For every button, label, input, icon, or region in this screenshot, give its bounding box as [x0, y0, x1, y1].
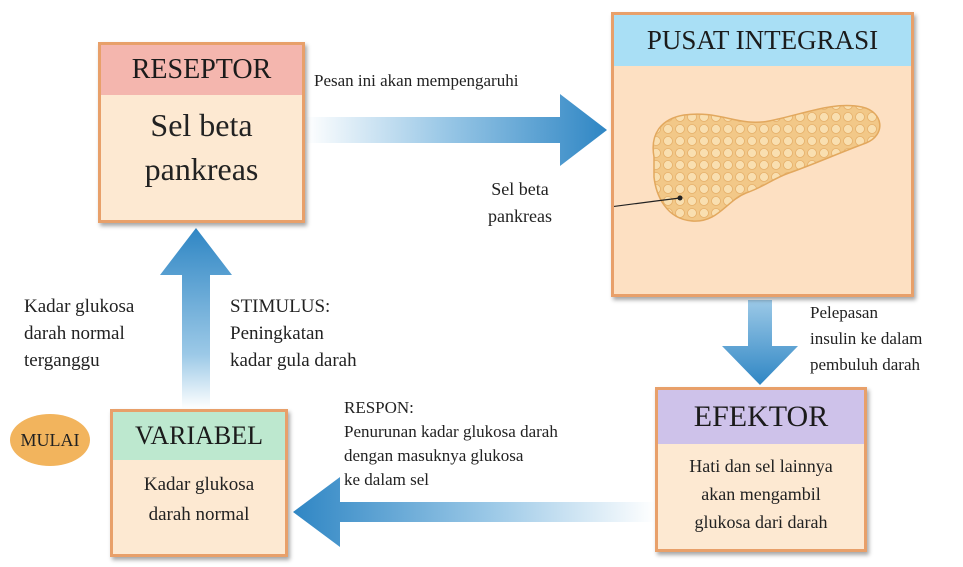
effector-line2: akan mengambil — [664, 480, 858, 508]
receptor-box: RESEPTOR Sel beta pankreas — [98, 42, 305, 223]
effector-line3: glukosa dari darah — [664, 508, 858, 536]
receptor-title: RESEPTOR — [101, 45, 302, 95]
beta-cell-label-line2: pankreas — [488, 203, 552, 230]
variable-line1: Kadar glukosa — [113, 470, 285, 500]
disturbed-label: Kadar glukosa darah normal terganggu — [24, 293, 134, 374]
stimulus-line1: STIMULUS: — [230, 293, 357, 320]
effector-line1: Hati dan sel lainnya — [664, 452, 858, 480]
stimulus-label: STIMULUS: Peningkatan kadar gula darah — [230, 293, 357, 374]
beta-cell-label-line1: Sel beta — [488, 176, 552, 203]
beta-cell-label: Sel beta pankreas — [488, 176, 552, 230]
start-oval: MULAI — [10, 414, 90, 466]
effector-title: EFEKTOR — [658, 390, 864, 444]
stimulus-line3: kadar gula darah — [230, 347, 357, 374]
arrow-center-to-effector — [722, 300, 798, 385]
response-line4: ke dalam sel — [344, 468, 558, 492]
disturbed-line1: Kadar glukosa — [24, 293, 134, 320]
integration-center-box: PUSAT INTEGRASI — [611, 12, 914, 297]
response-line1: RESPON: — [344, 396, 558, 420]
release-line3: pembuluh darah — [810, 352, 922, 378]
variable-box: VARIABEL Kadar glukosa darah normal — [110, 409, 288, 557]
response-line2: Penurunan kadar glukosa darah — [344, 420, 558, 444]
release-line2: insulin ke dalam — [810, 326, 922, 352]
effector-box: EFEKTOR Hati dan sel lainnya akan mengam… — [655, 387, 867, 552]
variable-line2: darah normal — [113, 500, 285, 530]
message-label: Pesan ini akan mempengaruhi — [314, 68, 518, 93]
release-line1: Pelepasan — [810, 300, 922, 326]
receptor-body: Sel beta pankreas — [101, 103, 302, 191]
variable-body: Kadar glukosa darah normal — [113, 470, 285, 530]
arrow-receptor-to-center — [305, 94, 607, 166]
disturbed-line2: darah normal — [24, 320, 134, 347]
release-label: Pelepasan insulin ke dalam pembuluh dara… — [810, 300, 922, 378]
effector-body: Hati dan sel lainnya akan mengambil gluk… — [658, 452, 864, 536]
arrow-variable-to-receptor — [160, 228, 232, 409]
response-label: RESPON: Penurunan kadar glukosa darah de… — [344, 396, 558, 492]
stimulus-line2: Peningkatan — [230, 320, 357, 347]
variable-title: VARIABEL — [113, 412, 285, 460]
response-line3: dengan masuknya glukosa — [344, 444, 558, 468]
disturbed-line3: terganggu — [24, 347, 134, 374]
pancreas-illustration — [614, 15, 911, 294]
receptor-body-line1: Sel beta — [119, 103, 284, 147]
receptor-body-line2: pankreas — [119, 147, 284, 191]
